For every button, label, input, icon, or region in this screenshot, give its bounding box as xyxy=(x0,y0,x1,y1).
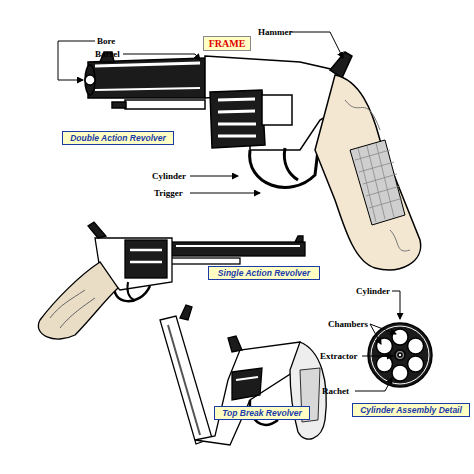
part-label: Extractor xyxy=(320,351,357,361)
caption-text: Cylinder Assembly Detail xyxy=(360,405,462,415)
caption-text: FRAME xyxy=(209,39,246,49)
caption-box: Top Break Revolver xyxy=(214,406,310,420)
part-label: Rachet xyxy=(322,386,349,396)
caption-text: Double Action Revolver xyxy=(70,133,166,143)
caption-text: Top Break Revolver xyxy=(222,408,302,418)
frame-tag: FRAME xyxy=(203,36,251,51)
part-label: Bore xyxy=(97,36,115,46)
caption-box: Single Action Revolver xyxy=(208,266,320,280)
caption-text: Single Action Revolver xyxy=(218,268,310,278)
part-label: Chambers xyxy=(328,319,368,329)
part-label: Cylinder xyxy=(356,286,390,296)
caption-box: Cylinder Assembly Detail xyxy=(352,403,470,417)
part-label: Trigger xyxy=(154,188,183,198)
part-label: Barrel xyxy=(95,49,120,59)
part-label: Hammer xyxy=(258,27,292,37)
part-label: Cylinder xyxy=(152,171,186,181)
caption-box: Double Action Revolver xyxy=(62,131,174,145)
